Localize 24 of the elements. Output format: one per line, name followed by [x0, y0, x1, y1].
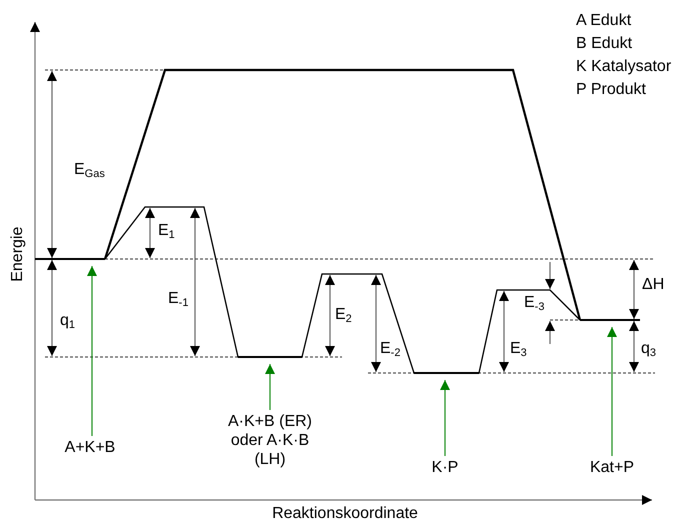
- energy-label: E$_{1}$: [158, 222, 175, 242]
- energy-label: E$_{-3}$: [524, 294, 544, 314]
- state-label: Kat+P: [570, 458, 654, 478]
- legend-entry: A Edukt: [576, 12, 632, 30]
- energy-label: E$_{3}$: [510, 340, 527, 360]
- energy-label: E$_{-2}$: [380, 340, 400, 360]
- energy-label: E$_{Gas}$: [74, 161, 105, 181]
- axis-title: Energie: [8, 226, 27, 284]
- state-label: A+K+B: [45, 438, 135, 458]
- legend-entry: B Edukt: [576, 35, 632, 54]
- state-label: K·P: [410, 458, 480, 478]
- arrow: [440, 380, 450, 456]
- energy-label: ΔH: [642, 276, 664, 294]
- energy-label: E$_{-1}$: [168, 290, 188, 310]
- state-label: A·K+B (ER) oder A·K·B (LH): [215, 412, 325, 470]
- legend-entry: K Katalysator: [576, 58, 672, 76]
- arrow: [607, 326, 617, 456]
- arrow: [87, 266, 97, 436]
- axis-title: Reaktionskoordinate: [271, 505, 419, 524]
- arrow: [265, 364, 275, 410]
- legend-entry: P Produkt: [576, 81, 646, 100]
- energy-label: E$_{2}$: [335, 306, 352, 326]
- energy-label: q$_{1}$: [60, 312, 76, 332]
- energy-label: q$_{3}$: [641, 340, 656, 360]
